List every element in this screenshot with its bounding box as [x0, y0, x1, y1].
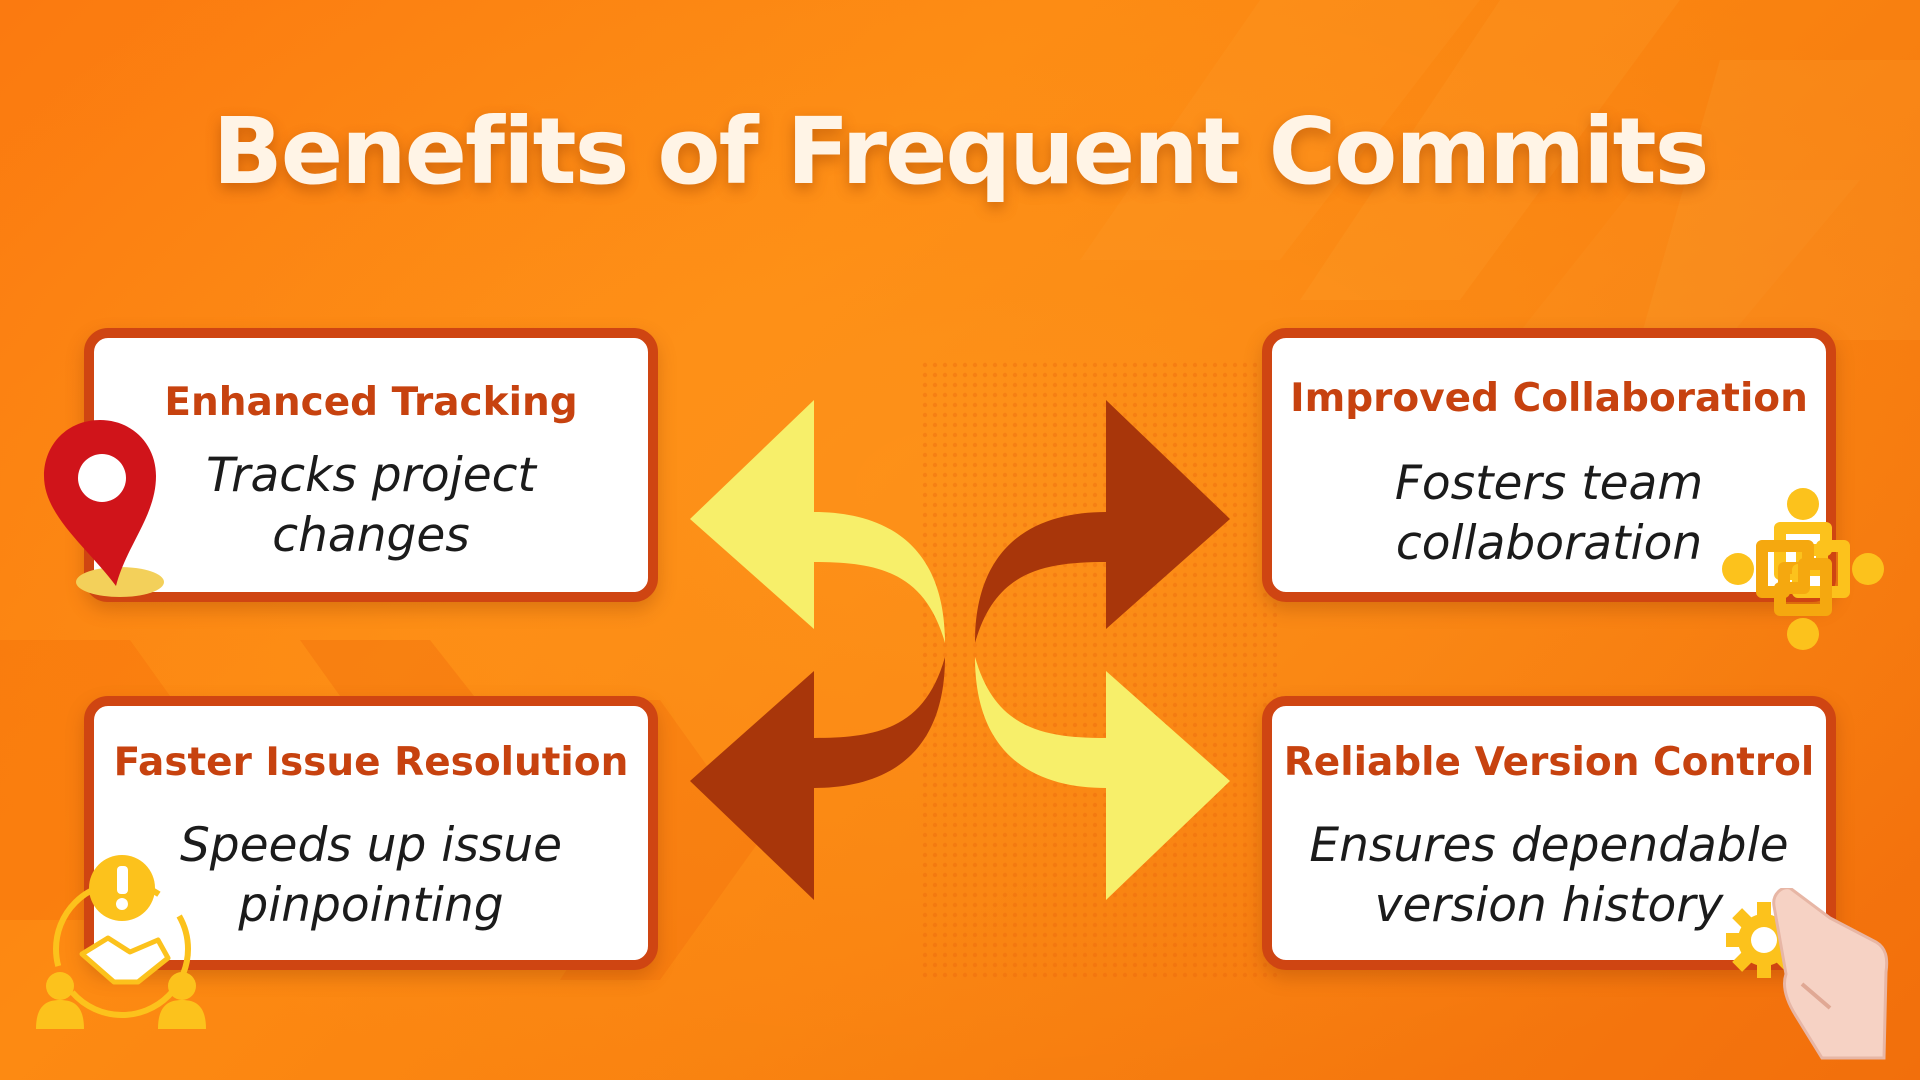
issue-handshake-icon: [36, 855, 206, 1029]
card-text-line-1: Tracks project: [206, 448, 536, 503]
card-text-line-2: collaboration: [1395, 516, 1703, 571]
card-enhanced-tracking: Enhanced Tracking Tracks project changes: [84, 328, 658, 602]
card-text-line-2: version history: [1374, 878, 1724, 933]
team-collaboration-icon: [1722, 488, 1884, 650]
card-faster-issue-resolution: Faster Issue Resolution Speeds up issue …: [84, 696, 658, 970]
card-heading: Improved Collaboration: [1290, 376, 1808, 421]
card-text-line-1: Speeds up issue: [179, 818, 563, 873]
card-reliable-version-control: Reliable Version Control Ensures dependa…: [1262, 696, 1836, 970]
card-text-line-2: changes: [272, 508, 470, 563]
card-heading: Faster Issue Resolution: [113, 740, 629, 785]
card-text-line-1: Ensures dependable: [1309, 818, 1789, 873]
gear-hand-icon: [1726, 888, 1889, 1060]
cycle-arrows: [690, 400, 1230, 900]
arrow-down-left-icon: [690, 657, 945, 900]
arrow-up-left-icon: [690, 400, 945, 643]
card-text-line-2: pinpointing: [238, 878, 504, 933]
card-heading: Reliable Version Control: [1283, 740, 1815, 785]
arrow-up-right-icon: [975, 400, 1230, 643]
arrow-down-right-icon: [975, 657, 1230, 900]
card-text-line-1: Fosters team: [1394, 456, 1704, 511]
page-title: Benefits of Frequent Commits: [212, 98, 1710, 205]
card-heading: Enhanced Tracking: [164, 380, 578, 425]
map-pin-icon: [44, 420, 164, 597]
